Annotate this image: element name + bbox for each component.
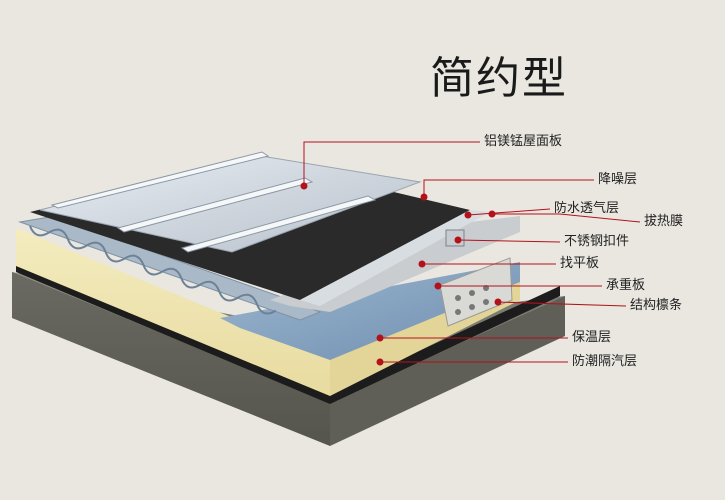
leader-steel-clip (457, 239, 561, 243)
marker-leveling-board (418, 260, 426, 268)
leader-purlin (497, 301, 627, 307)
marker-noise-layer (420, 193, 428, 201)
heat-film-layer (300, 210, 490, 306)
marker-purlin (494, 298, 502, 306)
marker-breathable-membrane (464, 211, 472, 219)
label-steel-clip: 不锈钢扣件 (564, 234, 630, 249)
insulation-front (16, 228, 330, 396)
leader-aluminum-panel (303, 141, 480, 186)
concrete-base-right (330, 296, 565, 446)
label-purlin: 结构檩条 (630, 298, 683, 313)
label-bearing-board: 承重板 (606, 278, 646, 293)
marker-aluminum-panel (300, 182, 308, 190)
label-insulation: 保温层 (572, 330, 612, 345)
leader-heat-film (492, 213, 641, 223)
marker-insulation (376, 334, 384, 342)
label-leveling-board: 找平板 (560, 256, 600, 271)
marker-vapor-barrier (376, 358, 384, 366)
label-noise-layer: 降噪层 (598, 172, 638, 187)
label-vapor-barrier: 防潮隔汽层 (572, 354, 638, 369)
leader-noise-layer (423, 179, 594, 197)
label-aluminum-panel: 铝镁锰屋面板 (484, 134, 563, 149)
leader-breathable-membrane (467, 208, 551, 216)
marker-heat-film (488, 210, 496, 218)
label-breathable-membrane: 防水透气层 (554, 201, 620, 216)
concrete-base-front (12, 272, 330, 446)
diagram-title: 简约型 (430, 53, 568, 104)
label-heat-film: 拔热膜 (644, 214, 684, 229)
marker-bearing-board (434, 282, 442, 290)
steel-clip-shape (445, 229, 465, 247)
marker-steel-clip (454, 236, 462, 244)
